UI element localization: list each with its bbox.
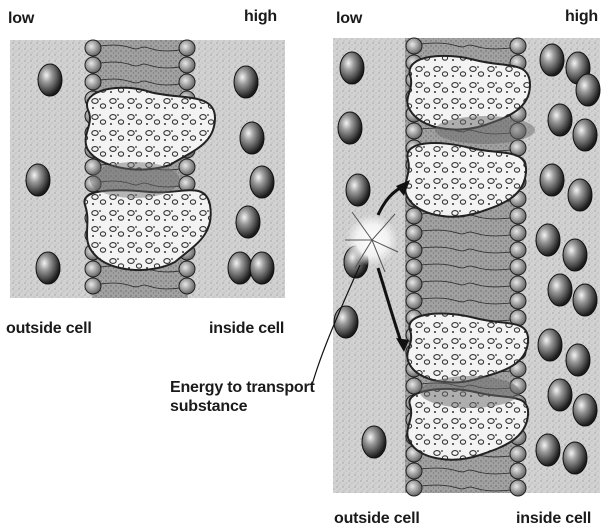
right-high-label: high — [565, 8, 598, 26]
right-outside-cell-label: outside cell — [334, 510, 420, 528]
solute-molecule — [563, 442, 587, 474]
left-channel-shading — [90, 162, 180, 198]
phospholipid-head — [510, 276, 526, 292]
solute-molecule — [576, 74, 600, 106]
solute-molecule — [566, 344, 590, 376]
phospholipid-head — [85, 278, 101, 294]
solute-molecule — [536, 434, 560, 466]
phospholipid-head — [406, 225, 422, 241]
phospholipid-head — [510, 38, 526, 54]
phospholipid-head — [179, 74, 195, 90]
phospholipid-head — [406, 480, 422, 496]
phospholipid-head — [85, 57, 101, 73]
phospholipid-head — [179, 159, 195, 175]
right-panel — [312, 38, 600, 496]
solute-molecule — [538, 329, 562, 361]
left-high-label: high — [244, 8, 277, 26]
right-channel-shading-lower — [420, 376, 520, 408]
phospholipid-head — [179, 278, 195, 294]
solute-molecule — [573, 284, 597, 316]
phospholipid-head — [406, 463, 422, 479]
solute-molecule — [573, 119, 597, 151]
phospholipid-head — [510, 242, 526, 258]
phospholipid-head — [406, 276, 422, 292]
solute-molecule — [236, 206, 260, 238]
solute-molecule — [362, 426, 386, 458]
phospholipid-head — [510, 259, 526, 275]
solute-molecule — [38, 64, 62, 96]
solute-molecule — [234, 66, 258, 98]
solute-molecule — [540, 44, 564, 76]
phospholipid-head — [510, 480, 526, 496]
phospholipid-head — [406, 123, 422, 139]
phospholipid-head — [85, 261, 101, 277]
solute-molecule — [563, 239, 587, 271]
solute-molecule — [36, 252, 60, 284]
solute-molecule — [228, 252, 252, 284]
phospholipid-head — [406, 293, 422, 309]
solute-molecule — [338, 112, 362, 144]
phospholipid-head — [510, 225, 526, 241]
solute-molecule — [548, 104, 572, 136]
phospholipid-head — [406, 259, 422, 275]
phospholipid-head — [510, 446, 526, 462]
solute-molecule — [340, 52, 364, 84]
left-inside-cell-label: inside cell — [209, 320, 284, 338]
solute-molecule — [346, 174, 370, 206]
solute-molecule — [536, 224, 560, 256]
solute-molecule — [548, 274, 572, 306]
solute-molecule — [334, 306, 358, 338]
solute-molecule — [540, 164, 564, 196]
solute-molecule — [240, 122, 264, 154]
phospholipid-head — [406, 242, 422, 258]
phospholipid-head — [406, 38, 422, 54]
left-panel — [10, 40, 285, 298]
phospholipid-head — [179, 40, 195, 56]
phospholipid-head — [510, 293, 526, 309]
left-low-label: low — [8, 10, 34, 28]
phospholipid-head — [406, 208, 422, 224]
phospholipid-head — [85, 40, 101, 56]
phospholipid-head — [85, 74, 101, 90]
phospholipid-head — [510, 463, 526, 479]
solute-molecule — [250, 252, 274, 284]
solute-molecule — [548, 379, 572, 411]
energy-callout-label: Energy to transport substance — [170, 378, 320, 416]
solute-molecule — [26, 164, 50, 196]
right-inside-cell-label: inside cell — [516, 510, 591, 528]
solute-molecule — [568, 179, 592, 211]
solute-molecule — [250, 166, 274, 198]
left-outside-cell-label: outside cell — [6, 320, 92, 338]
right-channel-shading-upper — [435, 116, 535, 144]
phospholipid-head — [179, 57, 195, 73]
right-low-label: low — [336, 10, 362, 28]
solute-molecule — [573, 394, 597, 426]
phospholipid-head — [510, 208, 526, 224]
phospholipid-head — [179, 261, 195, 277]
